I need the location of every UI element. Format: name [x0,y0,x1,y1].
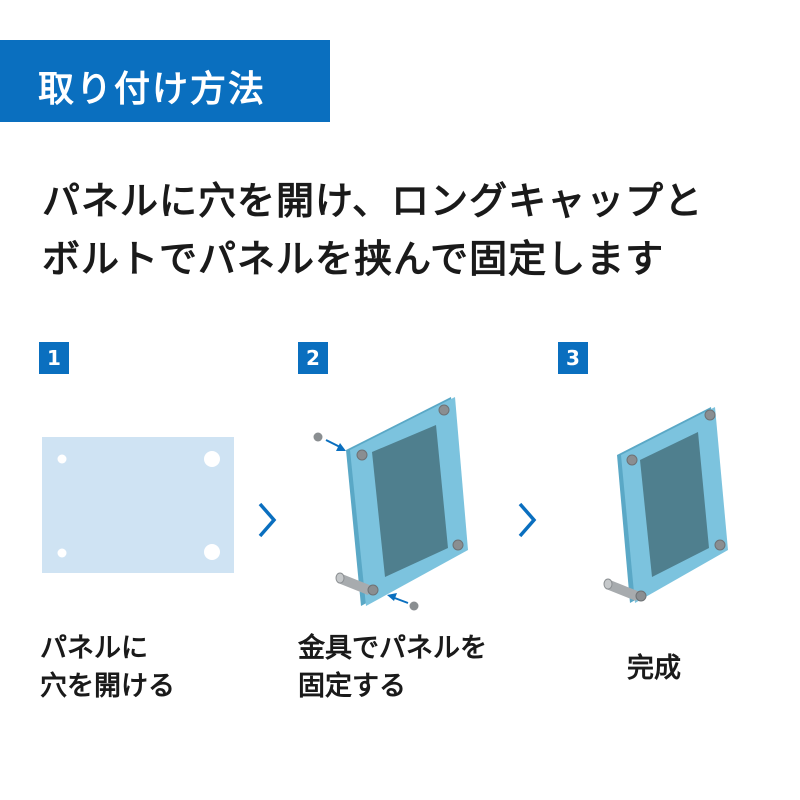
cap-head [626,454,638,466]
step-2-illustration [313,397,468,611]
cap-head [704,409,716,421]
next-arrow-icon [258,502,277,538]
header-bar [0,40,330,122]
headline-line-2: ボルトでパネルを挟んで固定します [42,237,665,281]
step-3-illustration [603,407,728,603]
panel-hole [204,451,220,467]
step-2-caption-line-2: 固定する [298,671,406,702]
headline-line-1: パネルに穴を開け、ロングキャップと [42,179,704,223]
panel-hole [204,544,220,560]
long-cap [603,578,647,602]
step-3-caption: 完成 [627,650,681,688]
step-3-badge: 3 [558,342,588,374]
insert-arrow-icon [387,593,409,604]
step-2-caption-line-1: 金具でパネルを [298,633,487,664]
step-3-caption-line-1: 完成 [627,653,681,684]
long-cap [335,572,379,596]
insert-arrow-icon [325,439,346,451]
step-1-caption-line-2: 穴を開ける [40,671,175,702]
step-2-badge: 2 [298,342,328,374]
photo-area [372,425,448,577]
cap-head [452,539,464,551]
loose-bolt [313,432,323,442]
step-1-caption-line-1: パネルに [40,633,148,664]
step-1-illustration [42,437,234,573]
page-title: 取り付け方法 [38,69,267,110]
step-1-badge: 1 [39,342,69,374]
drilled-panel [42,437,234,573]
panel-hole [57,454,67,464]
cap-head [356,449,368,461]
cap-head [438,404,450,416]
headline: パネルに穴を開け、ロングキャップと ボルトでパネルを挟んで固定します [42,172,782,288]
cap-head [714,539,726,551]
next-arrow-icon [518,502,537,538]
panel-hole [57,548,67,558]
step-1-caption: パネルに 穴を開ける [40,630,175,706]
step-2-caption: 金具でパネルを 固定する [298,630,487,706]
photo-area [640,432,709,577]
loose-bolt [409,601,419,611]
